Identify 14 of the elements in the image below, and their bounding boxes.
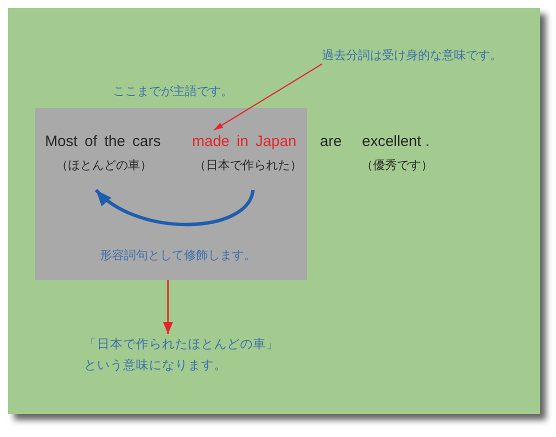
japanese-gloss: （優秀です） [361, 157, 433, 174]
leader-line [214, 63, 322, 131]
english-phrase: Most of the cars [45, 133, 161, 151]
curved-arrow [94, 188, 255, 226]
english-word: are [320, 133, 342, 151]
japanese-gloss: （ほとんどの車） [56, 157, 152, 174]
english-phrase: made in Japan [192, 133, 296, 151]
japanese-gloss: （日本で作られた） [194, 157, 302, 174]
english-word: excellent . [362, 133, 430, 151]
down-arrow [163, 280, 173, 334]
callout-note: 過去分詞は受け身的な意味です。 [322, 46, 502, 64]
conclusion-text: 「日本で作られたほとんどの車」という意味になります。 [84, 334, 282, 376]
edge-label: 形容詞句として修飾します。 [100, 247, 256, 264]
box-heading: ここまでが主語です。 [113, 83, 233, 100]
